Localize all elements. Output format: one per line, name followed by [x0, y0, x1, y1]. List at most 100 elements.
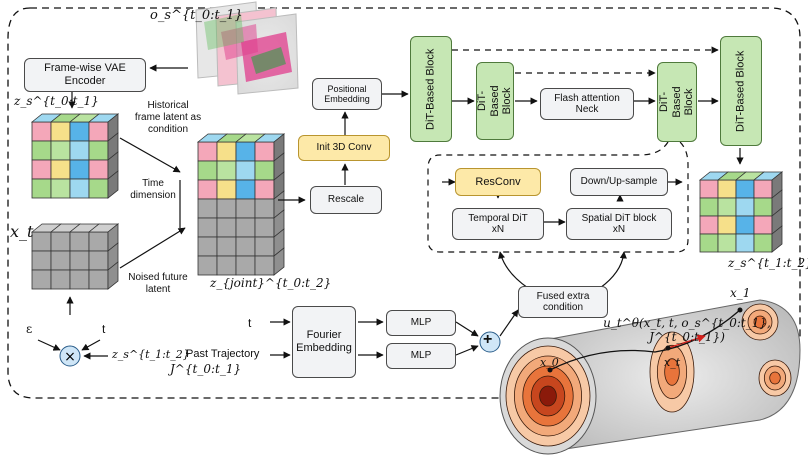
j-label: J^{t_0:t_1}	[170, 362, 242, 376]
cube-side-cell	[273, 247, 285, 276]
cube-cell	[254, 141, 275, 162]
x1-label: x_1	[730, 286, 751, 300]
cube-cell	[50, 159, 71, 180]
cube-cell	[254, 198, 275, 219]
cube-cell	[197, 198, 218, 219]
cube-side-cell	[107, 170, 119, 199]
noised-future-label: Noised future latent	[128, 272, 188, 295]
cube-cell	[254, 236, 275, 257]
past-trajectory-label: Past Trajectory	[186, 348, 260, 360]
cube-cell	[50, 269, 71, 290]
cube-cell	[216, 255, 237, 276]
mlp-box-2[interactable]: MLP	[386, 343, 456, 369]
vae-encoder-box[interactable]: Frame-wise VAE Encoder	[24, 58, 146, 92]
cube-cell	[235, 255, 256, 276]
z-hist-label: z_s^{t_0:t_1}	[14, 94, 99, 108]
temporal-dit-box[interactable]: Temporal DiT xN	[452, 208, 544, 240]
flow-tube-illustration	[499, 299, 801, 455]
dit-block-1[interactable]: DiT-Based Block	[410, 36, 452, 142]
outer-dashed-border	[7, 7, 801, 399]
cube-cell	[88, 178, 109, 199]
cube-cell	[753, 179, 773, 199]
cube-cell	[216, 141, 237, 162]
mlp-box-1[interactable]: MLP	[386, 310, 456, 336]
dit-block-4[interactable]: DiT-Based Block	[720, 36, 762, 146]
add-node[interactable]	[479, 331, 501, 353]
cube-cell	[88, 121, 109, 142]
cube-cell	[88, 159, 109, 180]
cube-cell	[31, 178, 52, 199]
positional-embedding-box[interactable]: Positional Embedding	[312, 78, 382, 110]
cube-cell	[216, 198, 237, 219]
cube-cell	[216, 179, 237, 200]
cube-cell	[50, 140, 71, 161]
flash-attention-neck-box[interactable]: Flash attention Neck	[540, 88, 634, 120]
cube-cell	[88, 269, 109, 290]
density-ring	[539, 385, 557, 407]
cube-cell	[235, 160, 256, 181]
cube-cell	[69, 250, 90, 271]
cube-cell	[197, 141, 218, 162]
cube-cell	[50, 121, 71, 142]
x-t-label: x_t	[10, 222, 34, 241]
cube-cell	[197, 236, 218, 257]
cube-side-cell	[771, 225, 783, 253]
cube-cell	[699, 179, 719, 199]
cube-cell	[50, 231, 71, 252]
cube-cell	[735, 233, 755, 253]
cube-cell	[254, 255, 275, 276]
cube-cell	[717, 179, 737, 199]
density-ring	[753, 315, 767, 329]
skip-connections	[427, 46, 719, 253]
down-up-sample-box[interactable]: Down/Up-sample	[570, 168, 668, 196]
cube-cell	[88, 231, 109, 252]
cube-cell	[235, 217, 256, 238]
init-3d-conv-box[interactable]: Init 3D Conv	[298, 135, 390, 161]
connectors	[37, 64, 744, 360]
flow-velocity-label: u_t^θ(x_t, t, o_s^{t_0:t_1}, J^{t_0:t_1}…	[603, 316, 771, 345]
cube-cell	[69, 231, 90, 252]
cube-cell	[717, 215, 737, 235]
observation-label: o_s^{t_0:t_1}	[150, 8, 243, 23]
cube-cell	[216, 236, 237, 257]
multiply-node: ×	[59, 345, 81, 367]
cube-cell	[216, 217, 237, 238]
rescale-box[interactable]: Rescale	[310, 186, 382, 214]
z-joint-label: z_{joint}^{t_0:t_2}	[210, 276, 332, 290]
density-ring	[664, 358, 680, 386]
t-input-label: t	[248, 316, 252, 330]
spatial-dit-box[interactable]: Spatial DiT block xN	[566, 208, 672, 240]
cube-cell	[699, 197, 719, 217]
cube-cell	[753, 197, 773, 217]
x0-label: x_0	[540, 356, 559, 369]
cube-side-cell	[107, 261, 119, 290]
dit-block-1-label: DiT-Based Block	[424, 48, 437, 130]
cube-cell	[235, 198, 256, 219]
plus-symbol: +	[483, 331, 493, 348]
dit-block-3[interactable]: DiT-Based Block	[657, 62, 697, 142]
cube-cell	[735, 197, 755, 217]
dit-block-2[interactable]: DiT-Based Block	[476, 62, 514, 140]
z-out-label: z_s^{t_1:t_2}	[728, 256, 808, 270]
resconv-box[interactable]: ResConv	[455, 168, 541, 196]
fused-condition-box[interactable]: Fused extra condition	[518, 286, 608, 318]
t-small-label: t	[102, 322, 106, 336]
fourier-embedding-box[interactable]: Fourier Embedding	[292, 306, 356, 378]
cube-cell	[235, 236, 256, 257]
cube-cell	[31, 269, 52, 290]
cube-cell	[254, 160, 275, 181]
cube-cell	[88, 250, 109, 271]
dit-block-4-label: DiT-Based Block	[734, 50, 747, 132]
cube-cell	[69, 159, 90, 180]
svg-text:×: ×	[64, 349, 76, 365]
cube-cell	[50, 178, 71, 199]
joint-latent-cube	[196, 133, 286, 276]
dit-block-2-label: DiT-Based Block	[476, 85, 514, 117]
output-latent-cube	[698, 171, 784, 253]
cube-cell	[254, 217, 275, 238]
cube-cell	[31, 250, 52, 271]
historical-latent-cube	[30, 113, 120, 199]
time-dimension-label: Time dimension	[130, 178, 176, 201]
cube-cell	[753, 215, 773, 235]
cube-cell	[69, 269, 90, 290]
